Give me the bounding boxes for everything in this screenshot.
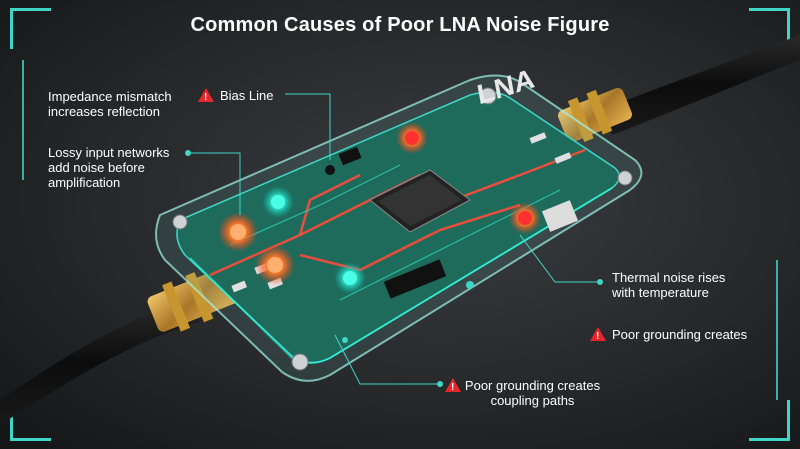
callout-impedance-text: Impedance mismatch increases reflection bbox=[48, 89, 172, 119]
warning-icon bbox=[445, 378, 461, 395]
frame-side-line-right bbox=[776, 260, 778, 400]
page-title: Common Causes of Poor LNA Noise Figure bbox=[190, 14, 610, 36]
callout-poor-grounding: Poor grounding creates bbox=[590, 327, 748, 344]
mounting-screws bbox=[172, 87, 633, 371]
cable-right bbox=[600, 35, 800, 135]
callout-bias-line: Bias Line bbox=[198, 88, 274, 105]
warning-icon bbox=[590, 327, 606, 344]
callout-thermal-text: Thermal noise rises with temperature bbox=[612, 270, 726, 300]
callout-bias-text: Bias Line bbox=[220, 88, 274, 103]
amplifier-chip bbox=[369, 169, 471, 233]
callout-coupling-paths: Poor grounding creates coupling paths bbox=[445, 378, 620, 408]
callout-coupling-text: Poor grounding creates coupling paths bbox=[464, 378, 601, 408]
callout-thermal-noise: Thermal noise rises with temperature bbox=[612, 270, 742, 300]
callout-lossy-input: Lossy input networks add noise before am… bbox=[48, 145, 183, 190]
warning-icon bbox=[198, 88, 214, 105]
callout-lossy-text: Lossy input networks add noise before am… bbox=[48, 145, 170, 190]
frame-side-line-left bbox=[22, 60, 24, 180]
frame-corner-top-left bbox=[10, 8, 51, 49]
frame-corner-bottom-left bbox=[10, 400, 51, 441]
frame-corner-top-right bbox=[749, 8, 790, 49]
callout-impedance-mismatch: Impedance mismatch increases reflection bbox=[48, 89, 188, 119]
leader-lines bbox=[188, 93, 600, 385]
frame-corner-bottom-right bbox=[749, 400, 790, 441]
sma-connector-right bbox=[557, 87, 633, 143]
callout-grounding-text: Poor grounding creates bbox=[612, 327, 748, 342]
cable-left bbox=[0, 300, 200, 425]
